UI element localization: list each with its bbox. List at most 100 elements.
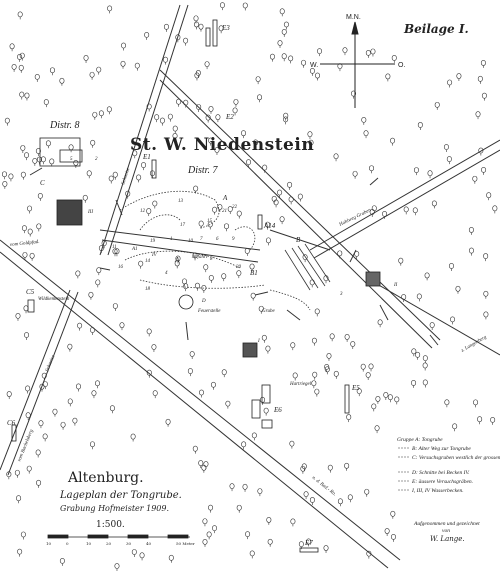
- map-title-subtitle: Lageplan der Tongrube.: [59, 490, 182, 501]
- scale-tick-label: 0: [66, 541, 69, 546]
- road-label-wagon: Hohlweg Graben: [338, 208, 373, 228]
- tree-icon: [182, 278, 188, 287]
- tree-icon: [8, 173, 14, 182]
- tree-icon: [146, 369, 152, 378]
- tree-icon: [151, 344, 157, 352]
- tree-icon: [29, 252, 35, 261]
- tree-icon: [468, 227, 474, 235]
- tree-icon: [94, 380, 100, 389]
- tree-icon: [375, 396, 381, 404]
- tree-icon: [444, 399, 450, 408]
- tree-icon: [207, 221, 213, 230]
- credit-line3: W. Lange.: [430, 535, 465, 543]
- tree-icon: [352, 170, 358, 179]
- tree-icon: [337, 498, 343, 507]
- tree-icon: [96, 267, 102, 276]
- tree-icon: [215, 114, 221, 123]
- legend-item: B: Alter Weg zur Tongrube: [412, 446, 471, 452]
- tree-icon: [208, 137, 214, 146]
- tree-icon: [308, 139, 314, 148]
- label-16: 16: [118, 265, 124, 270]
- tree-icon: [219, 2, 225, 11]
- tree-icon: [258, 305, 264, 314]
- tree-icon: [472, 175, 478, 184]
- road-label-schneise-top: Schneise: [121, 167, 131, 186]
- tree-icon: [424, 272, 430, 281]
- tree-icon: [32, 157, 38, 166]
- label-3: 3: [340, 292, 343, 297]
- tree-icon: [17, 54, 23, 62]
- tree-icon: [241, 441, 247, 450]
- tree-icon: [309, 67, 315, 76]
- label-e7: E7: [304, 539, 313, 547]
- tree-icon: [195, 70, 201, 78]
- scale-tick-label: 50 Meter: [176, 541, 195, 546]
- label-a-lower: A: [174, 256, 180, 264]
- tree-icon: [168, 554, 174, 563]
- tree-icon: [146, 328, 152, 337]
- label-e3: E3: [221, 24, 230, 32]
- tree-icon: [422, 362, 428, 371]
- tree-icon: [477, 75, 483, 84]
- tree-icon: [483, 253, 489, 262]
- tree-icon: [431, 200, 437, 209]
- tree-icon: [36, 479, 42, 488]
- tree-icon: [311, 380, 317, 389]
- tree-icon: [236, 210, 242, 219]
- tree-icon: [183, 37, 189, 46]
- structures: [11, 19, 381, 553]
- tree-icon: [422, 355, 428, 364]
- tree-icon: [201, 284, 207, 293]
- tree-icon: [333, 370, 339, 379]
- tree-icon: [327, 464, 333, 473]
- tree-icon: [478, 147, 484, 156]
- tree-icon: [350, 341, 356, 349]
- tree-icon: [107, 5, 113, 14]
- tree-icon: [208, 274, 214, 283]
- tree-icon: [251, 432, 257, 441]
- tree-icon: [205, 114, 211, 123]
- tree-icon: [198, 23, 204, 32]
- tree-icon: [112, 303, 118, 311]
- tree-icon: [42, 433, 48, 442]
- tree-icon: [114, 563, 120, 572]
- tree-icon: [112, 171, 118, 180]
- tree-icon: [287, 181, 293, 190]
- tree-icon: [60, 421, 66, 430]
- tree-icon: [267, 538, 273, 547]
- compass-rose: [320, 21, 395, 108]
- compass-north-label: M.N.: [346, 14, 361, 21]
- tree-icon: [292, 372, 298, 381]
- tree-icon: [138, 260, 144, 269]
- tree-icon: [387, 394, 393, 403]
- road-label-schneise-left: Schneise: [45, 354, 56, 373]
- tree-icon: [72, 417, 78, 426]
- tree-icon: [241, 130, 247, 139]
- tree-icon: [221, 369, 227, 378]
- road-label-goldpfad: vom Goldpfad.: [10, 240, 40, 248]
- road-label-right: z. Langenberg: [460, 335, 488, 354]
- tree-icon: [210, 381, 216, 390]
- scale-tick-label: 30: [126, 541, 132, 546]
- tree-icon: [384, 528, 390, 537]
- tree-icon: [301, 59, 307, 68]
- label-11: 11: [112, 245, 117, 250]
- tree-icon: [242, 483, 248, 492]
- tree-icon: [483, 290, 489, 299]
- tree-icon: [19, 52, 25, 61]
- tree-icon: [333, 153, 339, 162]
- label-4: 4: [165, 271, 168, 276]
- tree-icon: [232, 107, 238, 116]
- tree-icon: [452, 423, 458, 432]
- tree-icon: [301, 463, 307, 472]
- tree-icon: [361, 117, 367, 125]
- tree-icon: [236, 504, 242, 513]
- tree-icon: [302, 254, 308, 263]
- tree-icon: [152, 200, 158, 209]
- tree-icon: [492, 205, 498, 214]
- tree-icon: [203, 461, 209, 470]
- tree-icon: [346, 414, 352, 423]
- note-feuerstelle: Feuerstelle: [197, 309, 221, 314]
- tree-icon: [141, 162, 147, 171]
